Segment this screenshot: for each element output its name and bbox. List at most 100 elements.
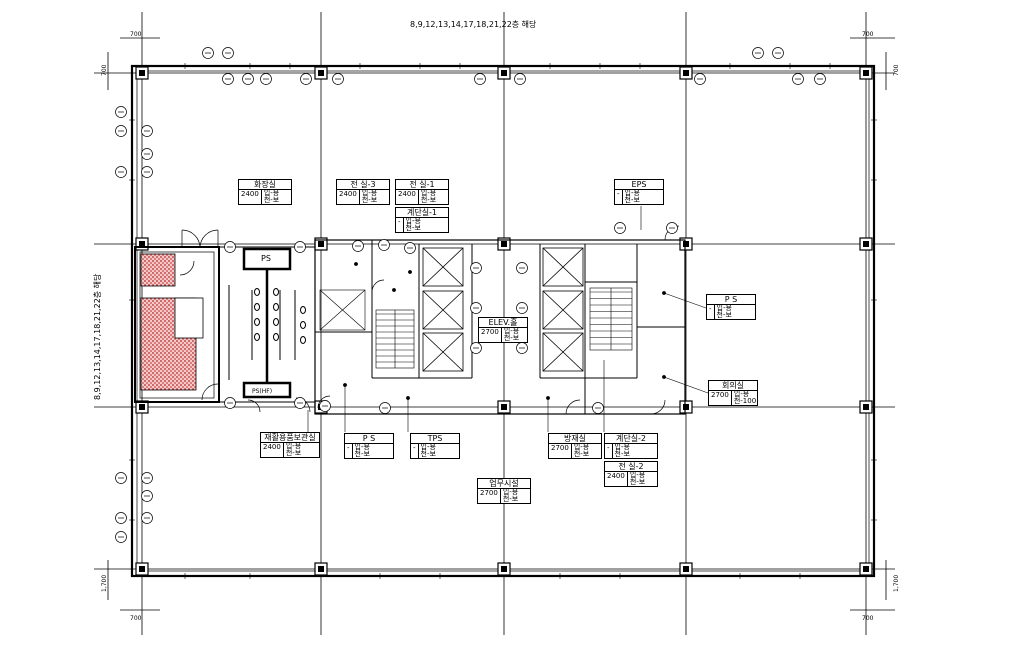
ceiling-code: 천-보 xyxy=(624,196,640,204)
elevator-car xyxy=(542,332,584,372)
core-walls xyxy=(134,239,686,415)
finish-code: 입-용 xyxy=(502,488,519,496)
elevator-car xyxy=(542,290,584,330)
dim-top-right: 700 xyxy=(862,31,874,38)
finish-code: 입-용 xyxy=(733,390,750,398)
ceiling-height: - xyxy=(707,305,715,319)
finish-code: 입-용 xyxy=(614,443,630,451)
room-name: 계단실-2 xyxy=(605,434,657,444)
dim-top-left: 700 xyxy=(130,31,142,38)
ceiling-code: 천-보 xyxy=(285,449,302,457)
tag-leaders xyxy=(307,206,709,434)
ceiling-height: 2700 xyxy=(479,328,502,342)
ceiling-code: 천-보 xyxy=(629,478,646,486)
ceiling-height: - xyxy=(345,444,353,458)
dim-side-right-top: 700 xyxy=(893,64,900,76)
ceiling-code: 천-보 xyxy=(354,450,370,458)
restroom-hf-label: PS(HF) xyxy=(252,388,272,395)
column-core xyxy=(683,241,689,247)
column-core xyxy=(863,241,869,247)
elevator-car xyxy=(422,247,464,287)
room-name: 전 실-2 xyxy=(605,462,657,472)
column-core xyxy=(139,404,145,410)
column-core xyxy=(683,70,689,76)
ceiling-code: 천-보 xyxy=(573,450,590,458)
ceiling-height: 2700 xyxy=(549,444,572,458)
ceiling-height: 2400 xyxy=(337,190,360,204)
column-core xyxy=(501,566,507,572)
columns xyxy=(135,66,873,576)
dim-side-left-bottom: 1,700 xyxy=(101,575,108,592)
column-core xyxy=(139,70,145,76)
ceiling-height: - xyxy=(615,190,623,204)
ceiling-height: 2400 xyxy=(396,190,419,204)
finish-code: 입-용 xyxy=(361,189,378,197)
finish-code: 입-용 xyxy=(629,471,646,479)
ceiling-code: 천-보 xyxy=(716,311,732,319)
facade-mullions xyxy=(129,63,877,579)
ceiling-height: - xyxy=(605,444,613,458)
ceiling-code: 천-보 xyxy=(263,196,280,204)
room-name: P S xyxy=(345,434,393,444)
elevator-car xyxy=(422,332,464,372)
room-name: TPS xyxy=(411,434,459,444)
elevator-car xyxy=(542,247,584,287)
ceiling-code: 천-보 xyxy=(420,450,436,458)
ceiling-code: 천-100 xyxy=(733,397,757,405)
column-core xyxy=(863,404,869,410)
ceiling-height: 2700 xyxy=(478,489,501,503)
room-name: P S xyxy=(707,295,755,305)
ceiling-height: - xyxy=(411,444,419,458)
ceiling-code: 천-보 xyxy=(361,196,378,204)
column-core xyxy=(501,241,507,247)
finish-code: 입-용 xyxy=(716,304,732,312)
room-name: 전 실-3 xyxy=(337,180,389,190)
dim-bottom-left: 700 xyxy=(130,615,142,622)
ceiling-code: 천-보 xyxy=(614,450,630,458)
room-name: 화장실 xyxy=(239,180,291,190)
room-name: 회의실 xyxy=(709,381,757,391)
column-core xyxy=(863,70,869,76)
finish-code: 입-용 xyxy=(624,189,640,197)
hatched-areas xyxy=(140,253,204,391)
room-name: 계단실-1 xyxy=(396,208,448,218)
ceiling-height: - xyxy=(396,218,404,232)
grid-bubbles xyxy=(115,47,826,543)
column-core xyxy=(318,241,324,247)
finish-code: 입-용 xyxy=(405,217,421,225)
ceiling-code: 천-보 xyxy=(503,334,520,342)
room-name: 재활용품보관실 xyxy=(261,433,319,443)
finish-code: 입-용 xyxy=(420,443,436,451)
finish-code: 입-용 xyxy=(354,443,370,451)
left-floors-note: 8,9,12,13,14,17,18,21,22층 해당 xyxy=(92,273,102,400)
room-name: 방재실 xyxy=(549,434,601,444)
finish-code: 입-용 xyxy=(263,189,280,197)
column-core xyxy=(501,404,507,410)
finish-code: 입-용 xyxy=(573,443,590,451)
dim-side-left-top: 700 xyxy=(101,64,108,76)
ceiling-height: 2400 xyxy=(261,443,284,457)
column-core xyxy=(318,566,324,572)
column-core xyxy=(318,70,324,76)
finish-code: 입-용 xyxy=(503,327,520,335)
elevator-shafts xyxy=(422,247,584,372)
column-core xyxy=(139,241,145,247)
column-core xyxy=(683,566,689,572)
column-core xyxy=(139,566,145,572)
dim-side-right-bottom: 1,700 xyxy=(893,575,900,592)
room-name: ELEV.홀 xyxy=(479,318,527,328)
